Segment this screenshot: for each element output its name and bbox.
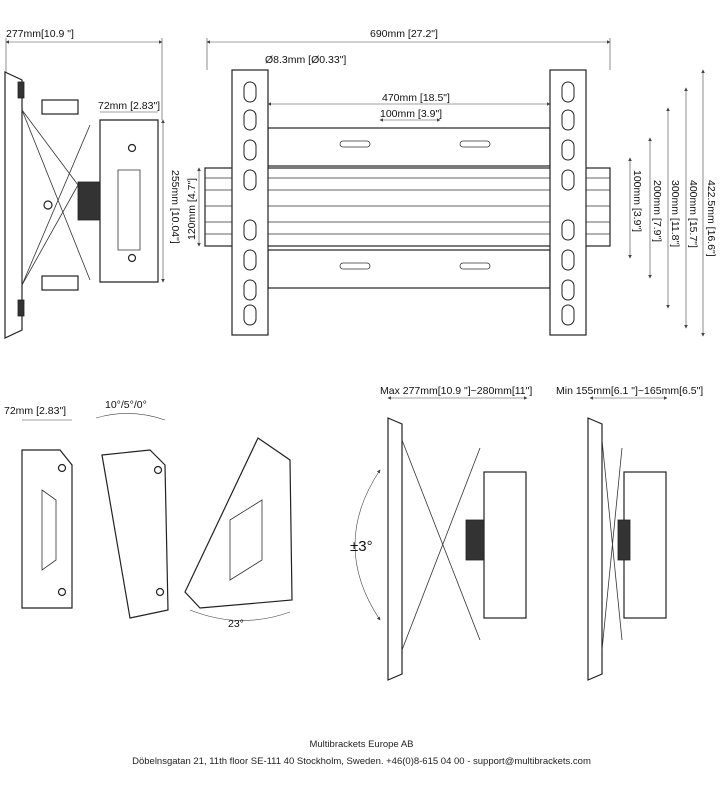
vesa-100-label: 100mm [3.9"]	[631, 170, 643, 232]
min-depth-label: Min 155mm[6.1 "]~165mm[6.5"]	[556, 385, 703, 397]
front-width-label: 690mm [27.2"]	[370, 28, 438, 40]
side-depth-label: 277mm[10.9 "]	[6, 28, 74, 40]
footer-address: Döbelnsgatan 21, 11th floor SE-111 40 St…	[132, 756, 591, 767]
footer-company: Multibrackets Europe AB	[309, 739, 414, 750]
side-height-label: 255mm [10.04"]	[169, 170, 181, 244]
hole-diameter-label: Ø8.3mm [Ø0.33"]	[265, 54, 346, 66]
rotation-label: ±3°	[350, 538, 373, 555]
adapter-depth-label: 72mm [2.83"]	[4, 405, 66, 417]
rail-height-label: 120mm [4.7"]	[186, 178, 198, 240]
tilt-angles-label: 10°/5°/0°	[105, 399, 147, 411]
rail-spacing-label: 470mm [18.5"]	[382, 92, 450, 104]
vesa-400-label: 400mm [15.7"]	[687, 180, 699, 248]
total-height-label: 422.5mm [16.6"]	[705, 180, 717, 257]
max-depth-label: Max 277mm[10.9 "]~280mm[11"]	[380, 385, 532, 397]
tilt-max-label: 23°	[228, 618, 244, 630]
adapter-views: 72mm [2.83"] 10°/5°/0° 23°	[4, 399, 293, 630]
vesa-300-label: 300mm [11.8"]	[669, 180, 681, 247]
min-depth-view: Min 155mm[6.1 "]~165mm[6.5"]	[556, 385, 703, 681]
rotation-view: Max 277mm[10.9 "]~280mm[11"] ±3°	[350, 385, 532, 681]
hole-spacing-label: 100mm [3.9"]	[380, 108, 442, 120]
side-arm-depth-label: 72mm [2.83"]	[98, 100, 160, 112]
front-view: 690mm [27.2"] Ø8.3mm [Ø0.33"] 4	[186, 28, 717, 337]
vesa-200-label: 200mm [7.9"]	[651, 180, 663, 242]
side-view-top: 277mm[10.9 "] 72mm [2.83"] 255mm [10.04"…	[4, 28, 181, 339]
